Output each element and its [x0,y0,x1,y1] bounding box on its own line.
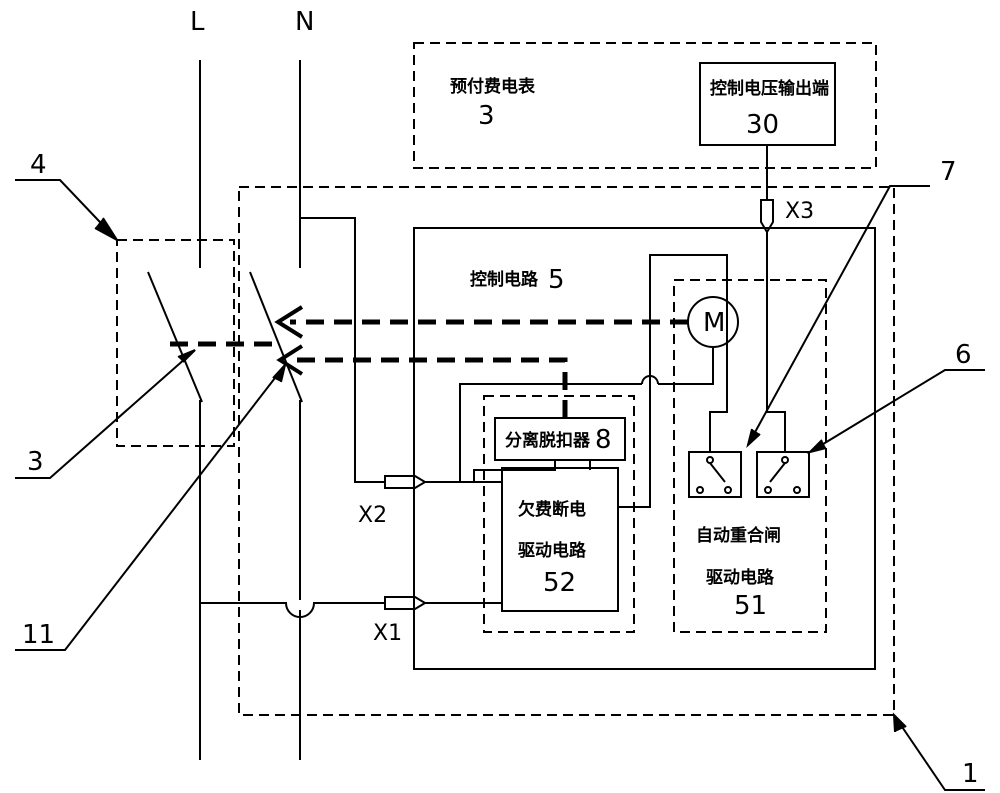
trip-linkage [290,360,565,418]
relay-contacts [689,452,809,497]
callout-6: 6 [955,340,972,370]
terminal-x2-label: X2 [358,503,387,528]
callout-3: 3 [27,447,44,477]
line-n-conductor [250,60,302,760]
wire-n-to-x2 [300,218,385,482]
motor-label: M [703,308,725,338]
line-l-label: L [190,7,205,37]
arrears-line1: 欠费断电 [518,499,586,520]
wire-l-to-x1 [200,603,385,617]
arrears-line2: 驱动电路 [518,540,587,561]
callout-1: 1 [962,759,979,789]
callout-11: 11 [22,620,55,650]
line-n-label: N [295,7,314,37]
reclose-line1: 自动重合闸 [696,525,781,546]
meter-title: 预付费电表 [450,76,536,97]
output-number: 30 [746,110,779,140]
trip-title: 分离脱扣器 [505,430,591,451]
terminal-x1 [385,597,425,609]
reclose-number: 51 [734,591,767,621]
reclose-line2: 驱动电路 [706,567,775,588]
callout-4: 4 [30,150,47,180]
terminal-x1-label: X1 [373,621,402,646]
terminal-x2 [385,476,425,488]
trip-number: 8 [595,425,612,455]
control-title: 控制电路 [470,269,539,290]
line-l-conductor [148,60,202,760]
control-number: 5 [548,265,565,295]
arrears-number: 52 [543,568,576,598]
output-title: 控制电压输出端 [710,78,829,99]
meter-number: 3 [478,101,495,131]
callout-7: 7 [940,157,957,187]
terminal-x3-label: X3 [785,199,814,224]
